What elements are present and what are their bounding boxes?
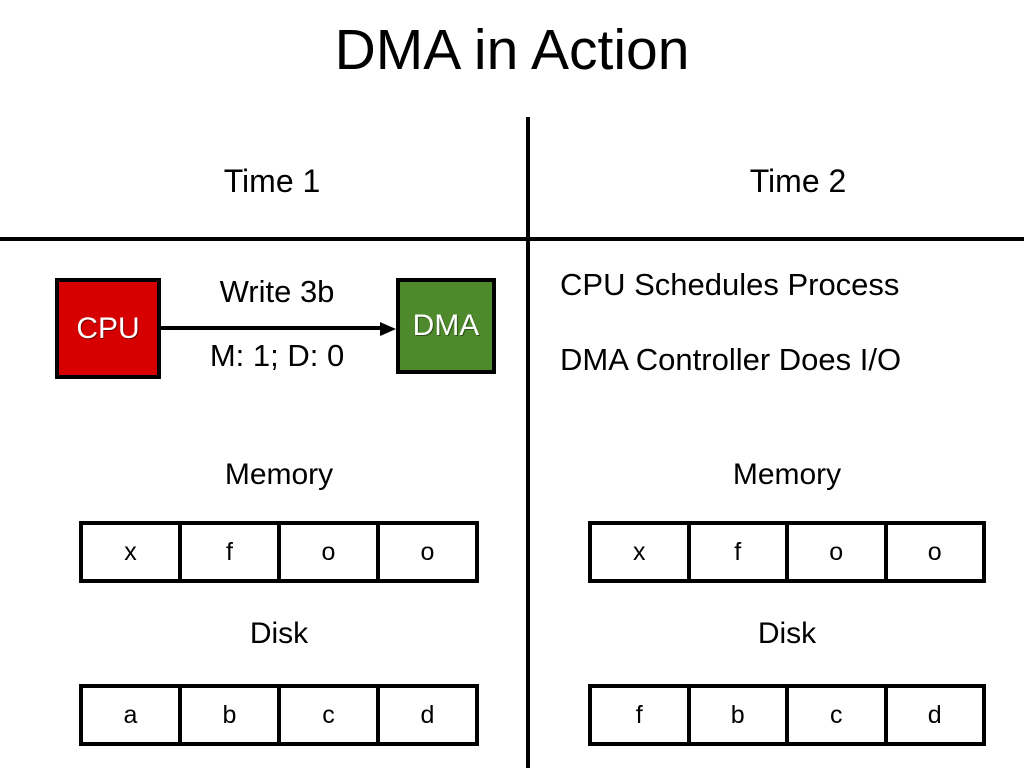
memory-row-time-2: x f o o [588,521,986,583]
disk-label-time-1: Disk [249,617,309,650]
narrative-line-cpu-schedules: CPU Schedules Process [560,267,900,302]
disk-cell: d [380,688,479,742]
arrow-label-command: Write 3b [219,274,335,309]
memory-label-time-2: Memory [732,458,842,491]
header-divider-horizontal [0,237,1024,241]
memory-cell: f [182,525,281,579]
disk-cell: c [789,688,888,742]
memory-label-time-1: Memory [224,458,334,491]
dma-node: DMA [396,278,496,374]
disk-row-time-1: a b c d [79,684,479,746]
memory-row-time-1: x f o o [79,521,479,583]
column-header-time-1: Time 1 [223,163,321,199]
transfer-arrow-icon [158,322,396,336]
disk-cell: b [691,688,789,742]
disk-cell: a [83,688,182,742]
narrative-line-dma-does-io: DMA Controller Does I/O [560,342,902,377]
arrow-label-registers: M: 1; D: 0 [209,338,345,373]
column-header-time-2: Time 2 [749,163,847,199]
arrow-head [380,322,396,336]
disk-row-time-2: f b c d [588,684,986,746]
memory-cell: o [281,525,380,579]
arrow-shaft [158,326,384,330]
memory-cell: f [691,525,789,579]
memory-cell: x [83,525,182,579]
disk-cell: b [182,688,281,742]
cpu-node-label: CPU [76,311,140,345]
column-divider-vertical [526,117,530,768]
disk-cell: f [592,688,691,742]
disk-label-time-2: Disk [757,617,817,650]
page-title: DMA in Action [334,18,690,82]
disk-cell: c [281,688,380,742]
memory-cell: x [592,525,691,579]
memory-cell: o [789,525,888,579]
disk-cell: d [888,688,986,742]
cpu-node: CPU [55,278,161,379]
memory-cell: o [888,525,986,579]
memory-cell: o [380,525,479,579]
dma-node-label: DMA [412,309,480,342]
